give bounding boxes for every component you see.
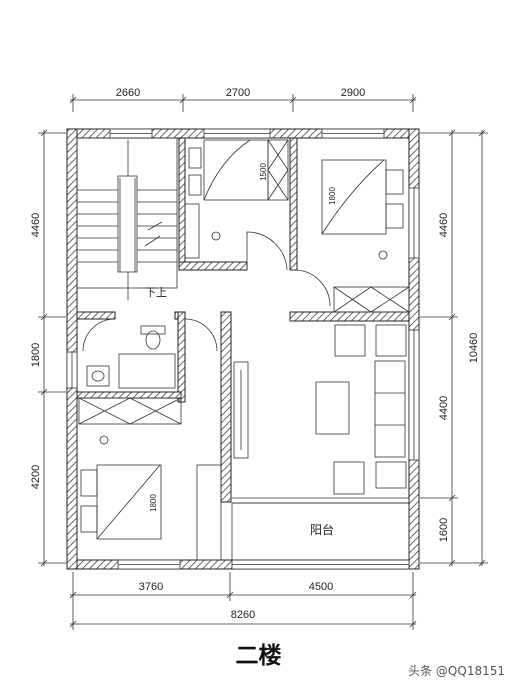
left-dimension-line <box>38 129 66 567</box>
living-area <box>232 324 409 504</box>
dim-bottom-2: 4500 <box>309 581 333 593</box>
bed-label-top: 1500 <box>259 163 268 181</box>
dim-bottom-total: 8260 <box>231 609 255 621</box>
balcony <box>231 502 410 561</box>
dim-left-3: 4200 <box>30 465 42 489</box>
staircase <box>76 137 178 300</box>
windows <box>66 128 420 570</box>
right-bedroom <box>296 159 410 313</box>
bed-label-right: 1800 <box>328 187 337 205</box>
dim-top-2: 2700 <box>226 87 250 99</box>
interior-walls <box>76 137 410 503</box>
dim-right-total: 10460 <box>468 333 480 364</box>
dim-top-1: 2660 <box>116 87 140 99</box>
left-bedroom <box>78 397 222 561</box>
top-dimension-line <box>69 94 417 112</box>
floor-title: 二楼 <box>235 643 282 669</box>
top-bedroom <box>184 139 289 271</box>
stairs-label: 下上 <box>145 286 167 299</box>
dim-top-3: 2900 <box>341 87 365 99</box>
dim-right-3: 1600 <box>438 518 450 542</box>
bathroom <box>82 318 218 389</box>
bottom-dimension-lines <box>69 572 417 630</box>
bed-label-left: 1800 <box>149 494 158 512</box>
dim-left-2: 1800 <box>30 343 42 367</box>
dim-right-2: 4400 <box>438 396 450 420</box>
dim-bottom-1: 3760 <box>139 581 163 593</box>
dim-left-1: 4460 <box>30 213 42 237</box>
right-dimension-lines <box>420 129 488 567</box>
dim-right-1: 4460 <box>438 213 450 237</box>
watermark: 头条 @QQ18151 <box>408 664 505 678</box>
balcony-label: 阳台 <box>310 522 334 537</box>
